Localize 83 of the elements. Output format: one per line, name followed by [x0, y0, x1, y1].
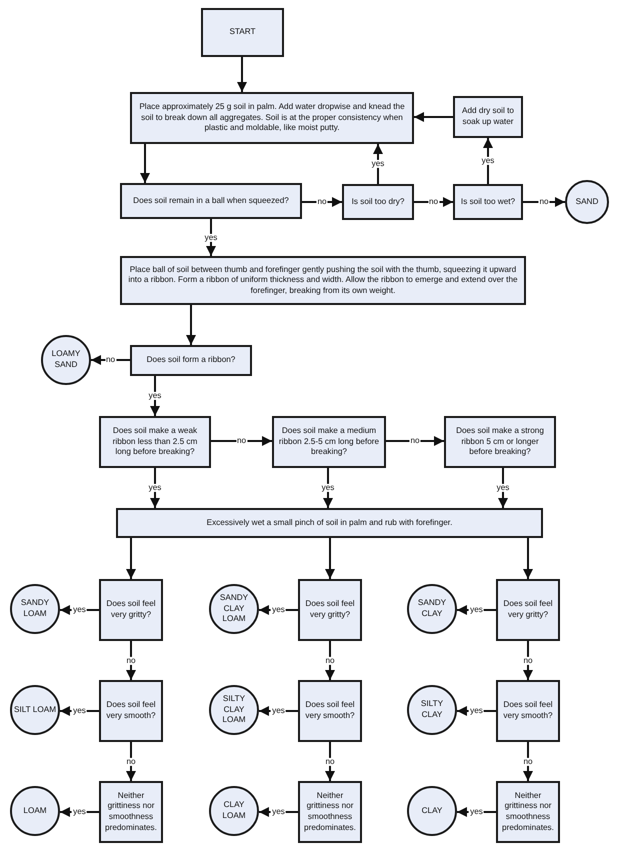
- arrow: [150, 468, 160, 508]
- edge-label: yes: [72, 606, 87, 614]
- process-box: START: [201, 8, 284, 57]
- edge-label: no: [428, 198, 440, 206]
- arrow: [323, 468, 333, 508]
- arrow: [523, 641, 533, 680]
- result-circle: CLAY LOAM: [209, 786, 259, 836]
- result-circle: SILTY CLAY: [407, 685, 457, 735]
- edge-label: no: [324, 656, 336, 665]
- arrow: [150, 376, 160, 416]
- process-box: Does soil feel very smooth?: [496, 680, 560, 742]
- process-box: Does soil feel very smooth?: [99, 680, 163, 742]
- result-circle: SILTY CLAY LOAM: [209, 685, 259, 735]
- edge-label: no: [125, 757, 137, 766]
- arrow: [325, 538, 335, 579]
- result-circle: SANDY CLAY: [407, 584, 457, 634]
- edge-label: no: [125, 656, 137, 665]
- edge-label: no: [236, 436, 248, 446]
- edge-label: no: [538, 198, 550, 206]
- arrow: [523, 197, 565, 207]
- edge-label: yes: [271, 606, 286, 614]
- arrow: [523, 538, 533, 579]
- arrow: [211, 436, 272, 446]
- edge-label: yes: [72, 808, 87, 816]
- edge-label: yes: [480, 156, 496, 166]
- edge-label: no: [104, 356, 116, 364]
- result-circle: SANDY CLAY LOAM: [209, 584, 259, 634]
- result-circle: LOAMY SAND: [41, 335, 91, 385]
- process-box: Does soil feel very gritty?: [298, 579, 362, 641]
- process-box: Add dry soil to soak up water: [453, 96, 523, 138]
- process-box: Does soil form a ribbon?: [130, 345, 252, 376]
- edge-label: yes: [320, 484, 336, 492]
- process-box: Is soil too wet?: [453, 184, 523, 220]
- edge-label: yes: [271, 808, 286, 816]
- edge-label: no: [316, 198, 328, 206]
- edge-label: yes: [148, 392, 162, 400]
- arrow: [414, 112, 453, 122]
- process-box: Neither grittiness nor smoothness predominates.: [496, 781, 560, 843]
- process-box: Does soil feel very smooth?: [298, 680, 362, 742]
- arrow: [140, 144, 150, 183]
- edge-label: yes: [469, 706, 484, 716]
- process-box: Neither grittiness nor smoothness predominates.: [99, 781, 163, 843]
- process-box: Is soil too dry?: [342, 184, 414, 220]
- process-box: Does soil remain in a ball when squeezed?: [120, 183, 302, 219]
- edge-label: yes: [496, 484, 510, 492]
- arrow: [126, 742, 136, 781]
- edge-label: yes: [271, 706, 286, 716]
- process-box: Place ball of soil between thumb and forefinger gently pushing the soil with the thumb, squeezing it upward into a ribbon. Form a ribbon of uniform thickness and width. Allow the ribbon to emerge and extend over the forefinger, breaking from its own weight.: [120, 256, 526, 305]
- arrow: [483, 138, 493, 184]
- process-box: Does soil make a medium ribbon 2.5-5 cm long before breaking?: [272, 416, 386, 468]
- process-box: Neither grittiness nor smoothness predominates.: [298, 781, 362, 843]
- edge-label: yes: [469, 606, 484, 614]
- edge-label: yes: [148, 484, 162, 492]
- result-circle: CLAY: [407, 786, 457, 836]
- arrow: [498, 468, 508, 508]
- process-box: Does soil feel very gritty?: [496, 579, 560, 641]
- arrow: [206, 219, 216, 256]
- process-box: Place approximately 25 g soil in palm. Add water dropwise and knead the soil to break down all aggregates. Soil is at the proper consistency when plastic and moldable, like moist putty.: [130, 92, 414, 144]
- process-box: Excessively wet a small pinch of soil in palm and rub with forefinger.: [116, 508, 543, 538]
- process-box: Does soil make a weak ribbon less than 2.5 cm long before breaking?: [99, 416, 211, 468]
- arrow: [386, 436, 444, 446]
- edge-label: no: [522, 656, 534, 665]
- arrow: [237, 57, 247, 92]
- edge-label: no: [409, 436, 421, 446]
- process-box: Does soil make a strong ribbon 5 cm or longer before breaking?: [444, 416, 556, 468]
- arrow: [186, 305, 196, 345]
- result-circle: SAND: [565, 180, 609, 224]
- edge-label: yes: [469, 808, 484, 816]
- result-circle: SILT LOAM: [10, 685, 60, 735]
- arrow: [373, 144, 383, 184]
- result-circle: LOAM: [10, 786, 60, 836]
- edge-label: yes: [204, 233, 218, 242]
- edge-label: no: [522, 757, 534, 766]
- arrow: [523, 742, 533, 781]
- process-box: Does soil feel very gritty?: [99, 579, 163, 641]
- edge-label: no: [324, 757, 336, 766]
- arrow: [126, 538, 136, 579]
- edge-label: yes: [370, 160, 386, 168]
- edge-label: yes: [72, 706, 87, 716]
- arrow: [325, 742, 335, 781]
- result-circle: SANDY LOAM: [10, 584, 60, 634]
- arrow: [325, 641, 335, 680]
- arrow: [126, 641, 136, 680]
